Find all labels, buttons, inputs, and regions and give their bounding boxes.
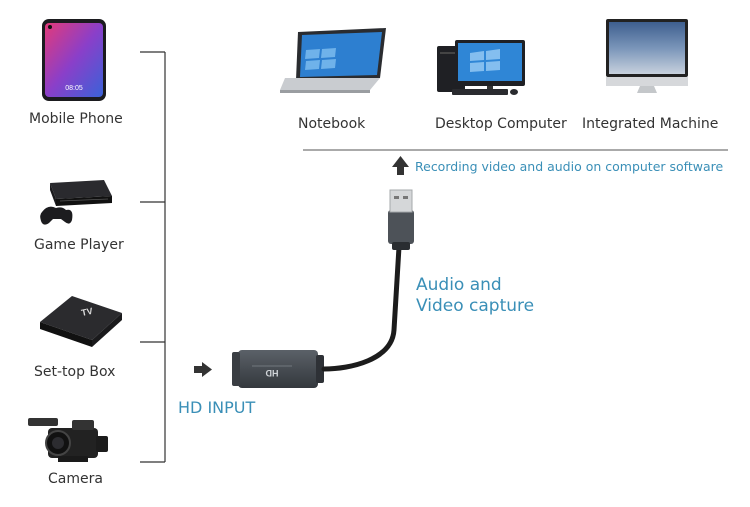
recording-label: Recording video and audio on computer so… [415,159,724,174]
source-label-mobile-phone: Mobile Phone [29,111,123,127]
mobile-phone-icon: 08:05 [42,19,106,101]
source-label-game-player: Game Player [34,237,124,253]
svg-text:08:05: 08:05 [65,85,83,92]
capture-label-line2: Video capture [416,296,535,316]
source-label-set-top-box: Set-top Box [34,364,116,380]
hd-input-label: HD INPUT [178,398,256,417]
set-top-box-icon: TV [40,296,122,347]
capture-device-icon: HD [232,350,324,388]
source-label-camera: Camera [48,471,103,487]
usb-plug-icon [388,189,414,250]
target-label-desktop-computer: Desktop Computer [435,116,567,132]
all-in-one-pc-icon [606,19,688,93]
laptop-icon [280,28,386,93]
game-console-icon [40,180,112,225]
video-camera-icon [28,418,108,462]
target-label-integrated-machine: Integrated Machine [582,116,719,132]
target-label-notebook: Notebook [298,116,366,132]
input-arrow-icon [194,362,212,377]
svg-text:HD: HD [265,368,278,378]
capture-label-line1: Audio and [416,275,502,295]
source-bracket [140,51,166,463]
usb-cable [321,244,402,372]
desktop-computer-icon [437,40,525,95]
upload-arrow-icon [392,156,409,175]
svg-text:TV: TV [80,306,93,318]
